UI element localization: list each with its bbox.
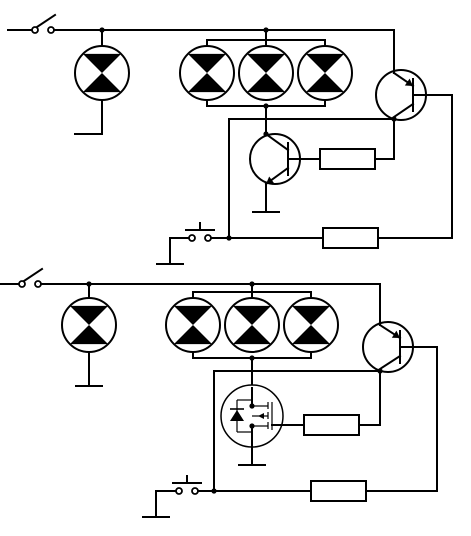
main-switch-lever [22, 267, 44, 283]
lamp-cross-top [82, 53, 122, 73]
emitter-arrow-icon [404, 78, 413, 86]
lamp-cross-top [246, 53, 286, 73]
lamp-cross-bottom [187, 73, 227, 93]
body-diode-icon [230, 410, 244, 421]
npn-driver-transistor [249, 132, 301, 186]
lamp-cross-top [291, 305, 331, 325]
group-lamp-1 [165, 297, 221, 353]
lamp-cross-top [232, 305, 272, 325]
lamp-cross-top [305, 53, 345, 73]
junction-dot [249, 423, 255, 429]
lamp-cross-bottom [173, 325, 213, 345]
pushbutton-terminal [188, 234, 196, 242]
transistor-collector-lead [392, 102, 415, 119]
group-lamp-3 [297, 45, 353, 101]
lamp-cross-bottom [82, 73, 122, 93]
pushbutton-terminal [191, 487, 199, 495]
junction-dot [249, 403, 255, 409]
group-lamp-3 [283, 297, 339, 353]
emitter-arrow-icon [391, 330, 400, 338]
main-switch-lever [35, 13, 57, 29]
resistor [310, 480, 367, 502]
single-lamp [61, 297, 117, 353]
pnp-power-transistor [362, 283, 414, 373]
switch-terminal [31, 26, 39, 34]
lamp-cross-top [173, 305, 213, 325]
pushbutton-ground-lead [169, 237, 189, 265]
lamp-cross-top [187, 53, 227, 73]
switch-terminal [18, 280, 26, 288]
resistor [303, 414, 360, 436]
transistor-collector-lead [264, 132, 290, 152]
circuit-bipolar-variant [7, 13, 453, 265]
base-to-power-wire [374, 119, 395, 160]
single-lamp [74, 45, 130, 101]
n-channel-mosfet [220, 384, 284, 448]
lamp-cross-bottom [291, 325, 331, 345]
group-lamp-1 [179, 45, 235, 101]
lamp-cross-bottom [69, 325, 109, 345]
lamp-cross-top [69, 305, 109, 325]
resistor [322, 227, 379, 249]
lamp-cross-bottom [232, 325, 272, 345]
lamp-group-top-bus [206, 39, 326, 47]
collector-loop-wire [213, 370, 381, 492]
lamp-group-top-bus [192, 291, 312, 299]
group-lamp-2 [238, 45, 294, 101]
junction-dot [263, 131, 269, 137]
pushbutton-terminal [204, 234, 212, 242]
circuit-mosfet-variant [0, 267, 438, 518]
pnp-power-transistor [375, 29, 427, 121]
gate-to-power-wire [358, 371, 381, 426]
collector-loop-wire [228, 118, 395, 239]
mosfet-arrow-icon [258, 413, 264, 419]
pushbutton-terminal [175, 487, 183, 495]
feedback-wire [365, 346, 438, 492]
group-lamp-2 [224, 297, 280, 353]
transistor-collector-lead [378, 354, 402, 371]
pushbutton-ground-lead [155, 490, 176, 518]
resistor [319, 148, 376, 170]
lamp-cross-bottom [305, 73, 345, 93]
lamp-cross-bottom [246, 73, 286, 93]
emitter-arrow-icon [266, 176, 275, 184]
feedback-wire [377, 94, 453, 239]
